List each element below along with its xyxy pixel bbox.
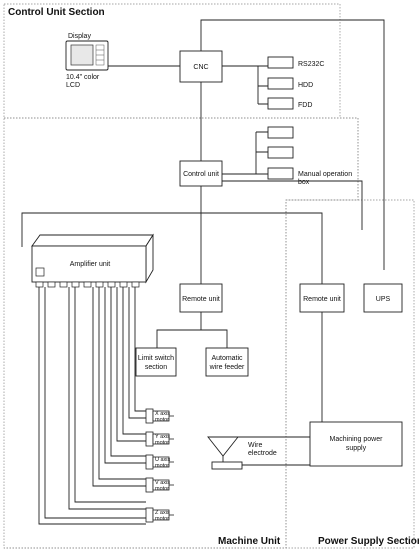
z-axis-motor-icon xyxy=(145,507,174,523)
limit-switch-label-2: section xyxy=(145,364,167,371)
wire-electrode-label: Wire xyxy=(248,442,262,449)
ups-label: UPS xyxy=(376,296,391,303)
amplifier-unit-box xyxy=(31,233,154,284)
remote-unit-left-label: Remote unit xyxy=(182,296,220,303)
rs232c-block xyxy=(267,56,294,69)
control-unit-label: Control unit xyxy=(183,171,219,178)
limit-switch-label: Limit switch xyxy=(138,355,174,362)
auto-wire-feeder-block xyxy=(205,347,249,377)
remote-unit-left-block xyxy=(179,283,223,313)
amplifier-bus xyxy=(21,212,323,284)
ups-block xyxy=(363,283,403,313)
rs232c-label: RS232C xyxy=(298,61,324,68)
cnc-ups-link xyxy=(200,19,385,270)
z-axis-motor-label-2: motor xyxy=(155,516,169,522)
cnc-block xyxy=(179,50,223,83)
u-axis-motor-icon xyxy=(145,454,174,470)
limit-switch-block xyxy=(135,347,177,377)
auto-wire-feeder-label-2: wire feeder xyxy=(209,364,245,371)
v-axis-motor-icon xyxy=(145,477,174,493)
motor-cabling xyxy=(38,287,146,525)
manual-operation-label-2: box xyxy=(298,179,310,186)
control-peripheral-2 xyxy=(267,146,294,159)
v-axis-motor-label-2: motor xyxy=(155,486,169,492)
wire-electrode-icon xyxy=(207,436,243,470)
cnc-label: CNC xyxy=(193,64,208,71)
y-axis-motor-label: Y axis xyxy=(155,434,170,440)
power-supply-section-label: Power Supply Section xyxy=(318,536,419,547)
control-peripheral-1 xyxy=(267,126,294,139)
y-axis-motor-label-2: motor xyxy=(155,440,169,446)
display-icon xyxy=(65,40,109,71)
x-axis-motor-label-2: motor xyxy=(155,417,169,423)
amplifier-terminals xyxy=(35,281,140,288)
manual-operation-box xyxy=(267,167,294,180)
x-axis-motor-icon xyxy=(145,408,174,424)
power-supply-section-border xyxy=(286,199,415,549)
auto-wire-feeder-label: Automatic xyxy=(211,355,243,362)
machine-unit-section-label: Machine Unit xyxy=(218,536,281,547)
y-axis-motor-icon xyxy=(145,431,174,447)
wire-electrode-label-2: electrode xyxy=(248,450,277,457)
hdd-label: HDD xyxy=(298,82,313,89)
machining-power-supply-block xyxy=(309,421,403,467)
control-unit-section-label: Control Unit Section xyxy=(8,7,105,18)
machining-power-label: Machining power xyxy=(330,436,384,443)
fdd-block xyxy=(267,97,294,110)
electrode-power-link xyxy=(238,436,310,466)
amplifier-unit-label: Amplifier unit xyxy=(70,261,111,268)
fdd-label: FDD xyxy=(298,102,312,109)
u-axis-motor-label-2: motor xyxy=(155,463,169,469)
machining-power-label-2: supply xyxy=(346,445,367,452)
manual-operation-label: Manual operation xyxy=(298,171,352,178)
control-peripheral-bus xyxy=(222,131,268,175)
cnc-peripheral-bus xyxy=(222,65,268,105)
hdd-block xyxy=(267,77,294,90)
remote-unit-right-label: Remote unit xyxy=(303,296,341,303)
x-axis-motor-label: X axis xyxy=(155,411,170,417)
display-caption: 10.4" color xyxy=(66,74,100,81)
control-power-link xyxy=(222,180,363,230)
display-caption-2: LCD xyxy=(66,82,80,89)
z-axis-motor-label: Z axis xyxy=(155,510,170,516)
v-axis-motor-label: V axis xyxy=(155,480,170,486)
display-title: Display xyxy=(68,33,91,40)
u-axis-motor-label: U axis xyxy=(155,457,171,463)
remote-left-branch xyxy=(156,312,228,348)
